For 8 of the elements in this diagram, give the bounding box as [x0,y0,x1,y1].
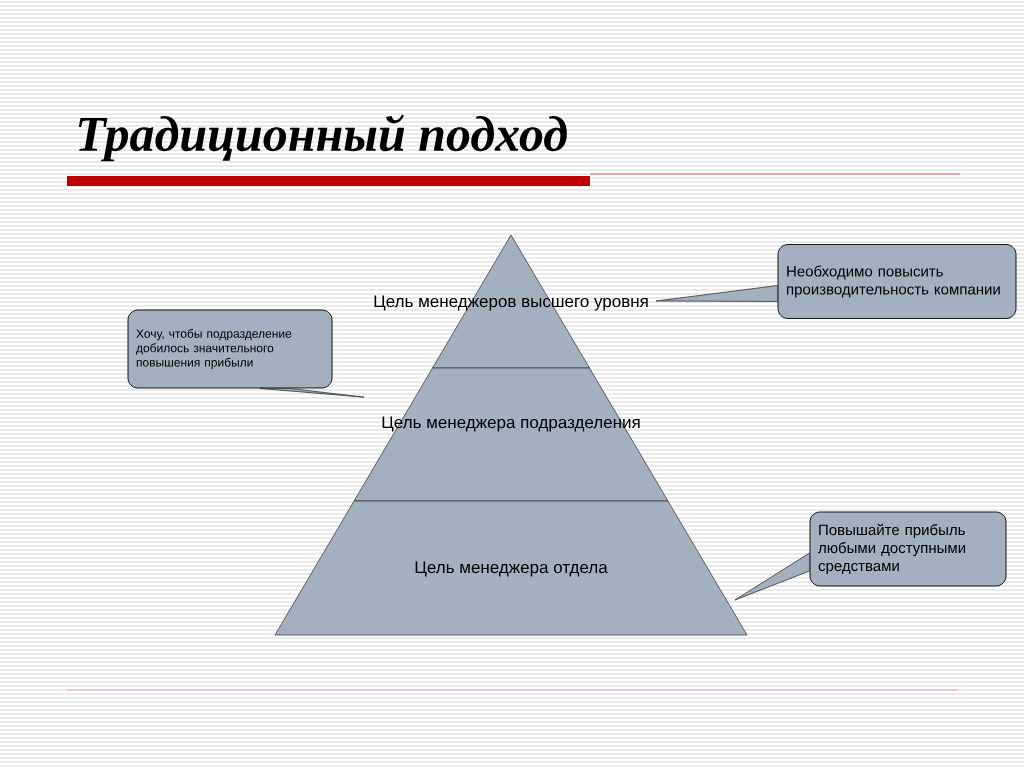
pyramid-apex: Цель менеджеров высшего уровня [374,234,648,369]
callout-tail [734,552,810,601]
callout-tail [259,388,365,398]
pyramid-tier: Цель менеджера отдела [274,500,748,636]
title: Традиционный подход [78,114,567,162]
callout-tail [655,285,778,302]
speech-bubble: Повышайте прибыль любыми доступными средствами [809,511,1007,587]
speech-bubble: Необходимо повысить производительность компании [777,244,1017,319]
